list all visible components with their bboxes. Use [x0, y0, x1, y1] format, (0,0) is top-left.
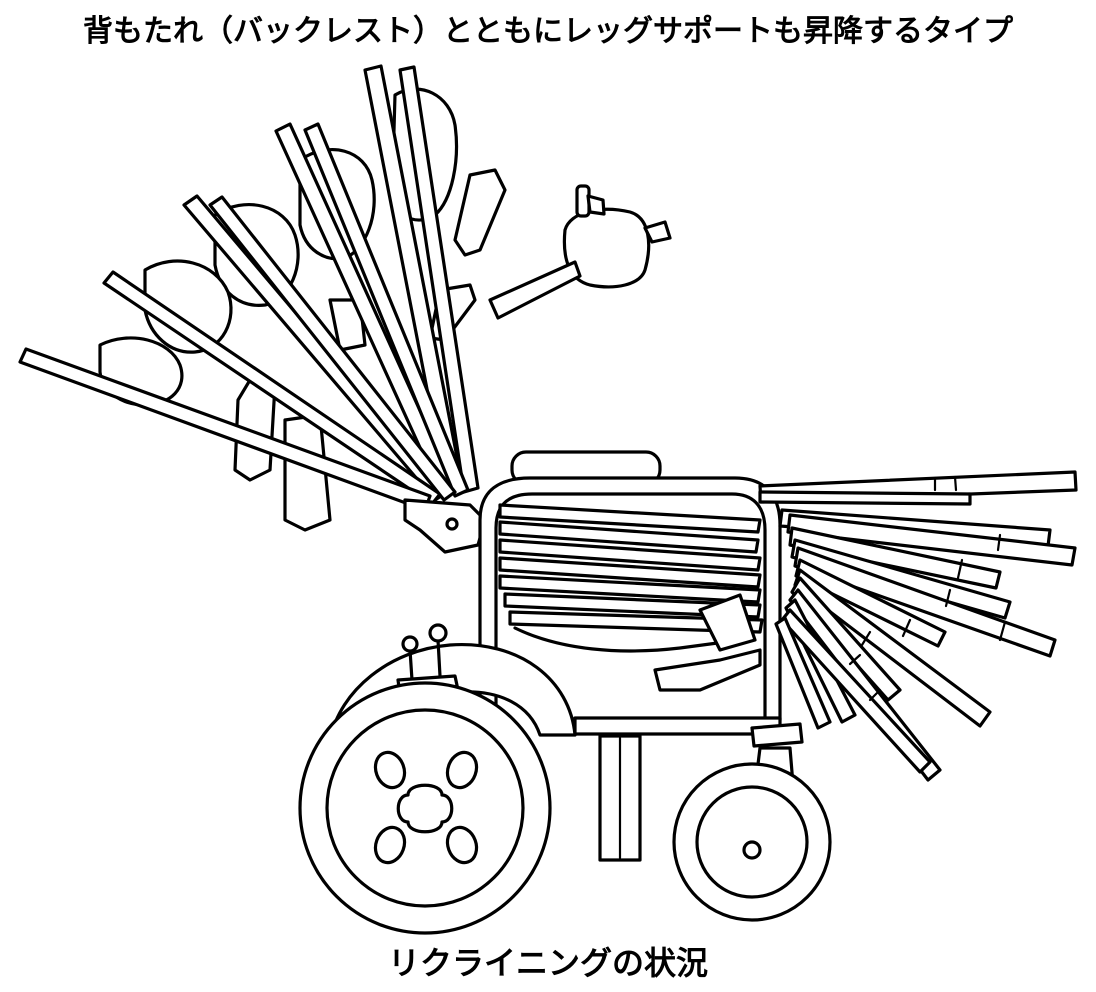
- hinge-pivot: [445, 517, 459, 531]
- front-caster-wheel: [672, 762, 832, 922]
- backrest-positions: [18, 64, 507, 554]
- rear-drive-wheel: [298, 681, 552, 935]
- backrest-bars: [18, 64, 480, 512]
- backrest-hinge: [403, 498, 487, 554]
- joystick-controller: [488, 184, 672, 320]
- figure-caption: リクライニングの状況: [387, 944, 708, 982]
- leg-support-positions: [758, 470, 1078, 782]
- seat-and-frame: [328, 450, 782, 862]
- figure-title: 背もたれ（バックレスト）とともにレッグサポートも昇降するタイプ: [83, 14, 1013, 49]
